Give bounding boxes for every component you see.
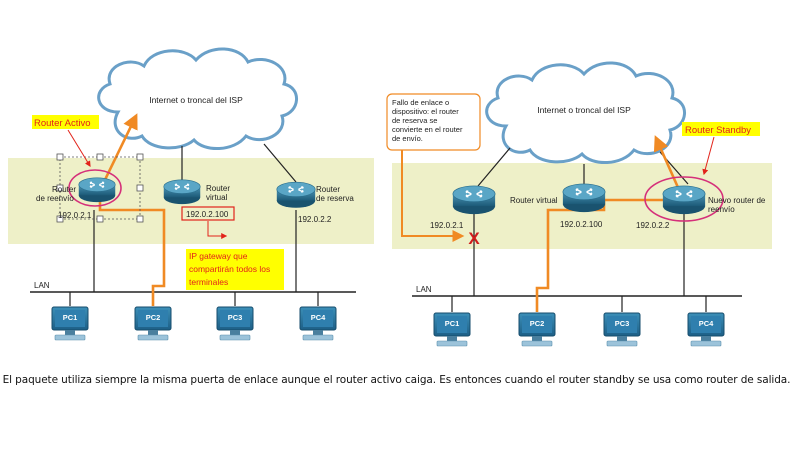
callout-line3: de reserva se <box>392 116 437 125</box>
pc-label: PC2 <box>530 319 545 328</box>
pc-icon <box>216 306 254 341</box>
pc-label: PC2 <box>146 313 161 322</box>
gateway-note-arrow <box>207 221 228 239</box>
router1-name-line1: Router <box>52 185 76 194</box>
selection-handles-left <box>56 153 144 223</box>
pc-icon <box>51 306 89 341</box>
standby-router-label: Router Standby <box>685 125 751 136</box>
virtual-router-name: Router virtual <box>510 196 558 205</box>
virtual-name-line2: virtual <box>206 193 228 202</box>
active-router-highlight <box>68 169 122 207</box>
virtual-ip-right: 192.0.2.100 <box>560 220 603 229</box>
callout-connector <box>401 150 465 242</box>
router1-ip: 192.0.2.1 <box>58 211 92 220</box>
pc-label: PC3 <box>615 319 630 328</box>
failure-x-mark: X <box>468 229 480 248</box>
backup-name-line1: Router <box>316 185 340 194</box>
pc-label: PC1 <box>445 319 460 328</box>
lan-label-left: LAN <box>34 281 50 290</box>
failed-router-ip: 192.0.2.1 <box>430 221 464 230</box>
router-icon <box>562 183 606 213</box>
router-icon <box>662 185 706 215</box>
pc-label: PC1 <box>63 313 78 322</box>
new-router-name-line1: Nuevo router de <box>708 196 766 205</box>
pc-icon <box>299 306 337 341</box>
active-label-arrow <box>67 129 91 168</box>
callout-line4: convierte en el router <box>392 125 463 134</box>
pc-label: PC4 <box>311 313 326 322</box>
pc-label: PC3 <box>228 313 243 322</box>
gateway-note-line1: IP gateway que <box>189 251 248 261</box>
virtual-ip-box <box>181 206 235 221</box>
pc-icon <box>433 312 471 347</box>
uplink-backup-left <box>263 143 297 183</box>
router-icon <box>78 177 116 203</box>
new-router-name-line2: reenvío <box>708 205 735 214</box>
pc-icon <box>518 312 556 347</box>
virtual-name-line1: Router <box>206 184 230 193</box>
virtual-ip-left: 192.0.2.100 <box>186 210 229 219</box>
active-router-label: Router Activo <box>34 118 91 129</box>
cloud-label-left: Internet o troncal del ISP <box>149 95 243 105</box>
pc-icon <box>603 312 641 347</box>
backup-name-line2: de reserva <box>316 194 354 203</box>
pc-icon <box>687 312 725 347</box>
lan-label-right: LAN <box>416 285 432 294</box>
router-icon <box>452 185 496 215</box>
gateway-note-bg <box>186 249 284 290</box>
callout-line1: Fallo de enlace o <box>392 98 449 107</box>
pc-icon <box>134 306 172 341</box>
router1-name-line2: de reenvío <box>36 194 74 203</box>
cloud-label-right: Internet o troncal del ISP <box>537 105 631 115</box>
gateway-note-line2: compartirán todos los <box>189 264 270 274</box>
router-icon <box>276 181 316 209</box>
standby-label-bg <box>682 122 760 136</box>
active-label-bg <box>32 115 99 129</box>
right-panel: Internet o troncal del ISP LAN X 192.0.2… <box>386 61 772 347</box>
callout-line2: dispositivo: el router <box>392 107 459 116</box>
isp-cloud-right <box>485 61 686 165</box>
router-icon <box>163 179 201 205</box>
backup-ip: 192.0.2.2 <box>298 215 332 224</box>
standby-label-arrow <box>702 136 715 176</box>
standby-router-highlight <box>644 176 724 222</box>
callout-line5: de envío. <box>392 134 423 143</box>
gateway-note-line3: terminales <box>189 277 228 287</box>
failure-callout <box>386 93 481 151</box>
figure-caption: El paquete utiliza siempre la misma puer… <box>2 374 791 386</box>
left-panel: Internet o troncal del ISP LAN <box>8 47 374 341</box>
uplink-failed-right <box>477 147 511 187</box>
pc-label: PC4 <box>699 319 714 328</box>
new-router-ip: 192.0.2.2 <box>636 221 670 230</box>
